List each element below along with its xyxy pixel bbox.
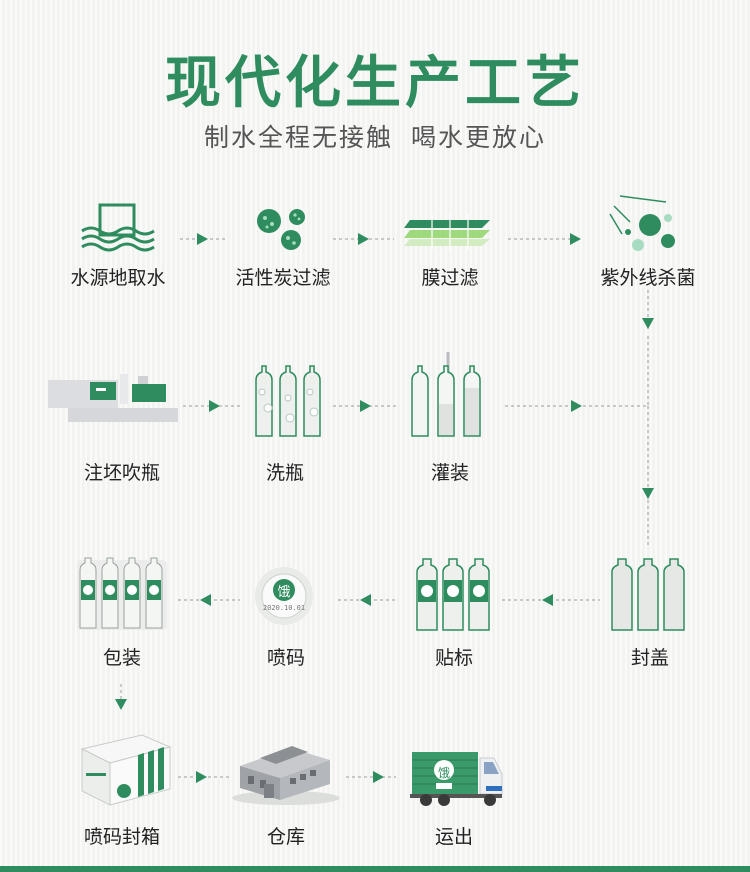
cap-shape (255, 567, 313, 625)
step-label-membrane-filter: 膜过滤 (421, 268, 479, 289)
cap-logo-text: 饿 (277, 585, 291, 600)
arrow-right-icon (358, 233, 369, 245)
step-label-labeling: 贴标 (434, 648, 473, 669)
step-label-filling: 灌装 (430, 463, 469, 484)
step-label-warehouse: 仓库 (266, 827, 305, 848)
step-label-blow-molding: 注坯吹瓶 (83, 463, 160, 484)
warehouse-icon (232, 746, 340, 805)
filling-icon (411, 352, 481, 437)
printed-cap-icon: 饿 2020.10.01 (254, 566, 314, 626)
delivery-truck-icon: 饿 (410, 748, 504, 808)
arrow-left-icon (200, 594, 211, 606)
bottle-pack-icon (77, 557, 167, 630)
arrow-right-icon (570, 233, 581, 245)
step-label-water-source: 水源地取水 (70, 268, 166, 289)
truck-shape (410, 752, 503, 806)
truck-logo-text: 饿 (437, 766, 450, 780)
arrow-right-icon (373, 771, 384, 783)
arrow-right-icon (571, 400, 582, 412)
membrane-filter-icon (404, 214, 490, 250)
bottom-accent-bar (0, 866, 750, 872)
arrow-down-icon (115, 699, 127, 710)
cap-print-code: 2020.10.01 (262, 604, 306, 612)
step-label-box-sealing: 喷码封箱 (83, 827, 160, 848)
step-label-shipping: 运出 (434, 827, 473, 848)
arrow-left-icon (542, 594, 553, 606)
step-label-carbon-filter: 活性炭过滤 (235, 268, 331, 289)
arrow-down-icon (642, 488, 654, 499)
step-label-capping: 封盖 (630, 648, 669, 669)
activated-carbon-icon (257, 209, 305, 250)
arrow-right-icon (196, 771, 207, 783)
page-subtitle: 制水全程无接触 喝水更放心 (204, 124, 546, 152)
capping-icon (611, 558, 685, 631)
arrow-right-icon (360, 400, 371, 412)
step-label-code-printing: 喷码 (266, 648, 305, 669)
arrow-left-icon (360, 594, 371, 606)
blow-molding-machine-icon (48, 374, 178, 422)
page-title: 现代化生产工艺 (165, 50, 585, 116)
bottle-wash-icon (255, 365, 321, 437)
uv-sterilize-icon (609, 195, 675, 251)
step-label-packing: 包装 (102, 648, 141, 669)
labeled-bottles-icon (416, 558, 490, 631)
arrow-down-icon (642, 318, 654, 329)
carton-box-icon (80, 734, 172, 806)
step-label-bottle-wash: 洗瓶 (265, 463, 304, 484)
arrow-right-icon (209, 400, 220, 412)
step-label-uv-sterilize: 紫外线杀菌 (600, 268, 696, 289)
arrow-right-icon (197, 233, 208, 245)
water-source-icon (81, 203, 155, 252)
